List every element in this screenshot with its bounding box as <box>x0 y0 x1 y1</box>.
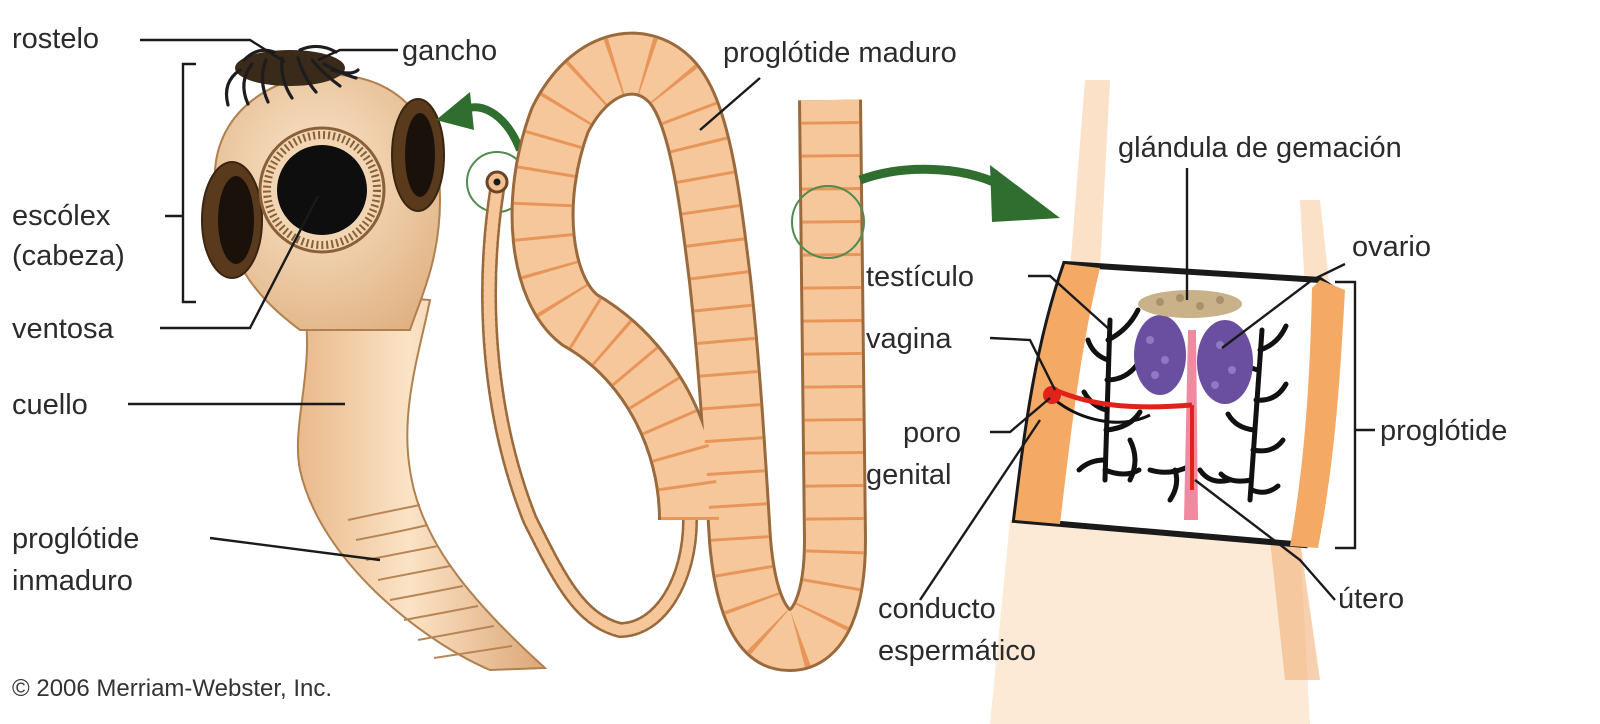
label-conducto: conducto <box>878 593 996 625</box>
leader-lines <box>128 38 1375 601</box>
ovary-lobes <box>1134 315 1253 404</box>
whole-worm-illustration <box>481 31 867 672</box>
label-utero: útero <box>1338 583 1404 615</box>
label-ovario: ovario <box>1352 231 1431 263</box>
sperm-duct <box>1054 398 1151 424</box>
vitelline-gland <box>1138 290 1242 318</box>
label-espermatico: espermático <box>878 635 1036 667</box>
label-gancho: gancho <box>402 35 497 67</box>
immature-proglottid-rings <box>347 504 513 659</box>
label-escolex-cabeza: (cabeza) <box>12 240 125 272</box>
label-proglotide-inmaduro-2: inmaduro <box>12 565 133 597</box>
label-rostelo: rostelo <box>12 23 99 55</box>
zoom-circle-proglottid <box>791 185 865 259</box>
label-genital: genital <box>866 459 951 491</box>
scolex-illustration <box>201 44 548 672</box>
sucker-center <box>258 126 386 254</box>
zoom-arrow-proglottid <box>858 164 1060 222</box>
labels: rostelo gancho escólex (cabeza) ventosa … <box>12 23 1507 702</box>
label-ventosa: ventosa <box>12 313 114 345</box>
label-proglotide-inmaduro-1: proglótide <box>12 523 139 555</box>
copyright-notice: © 2006 Merriam-Webster, Inc. <box>12 675 332 702</box>
label-vagina: vagina <box>866 323 952 355</box>
label-escolex: escólex <box>12 200 111 232</box>
worm-segment-lines <box>513 34 865 670</box>
label-proglotide: proglótide <box>1380 415 1507 447</box>
label-proglotide-maduro: proglótide maduro <box>723 37 957 69</box>
label-glandula-de-gemacion: glándula de gemación <box>1118 132 1402 164</box>
sucker-right <box>391 98 445 212</box>
rostellum-hooks <box>224 44 360 107</box>
label-testiculo: testículo <box>866 261 974 293</box>
proglottid-detail <box>990 80 1345 724</box>
sucker-left <box>201 161 263 279</box>
vagina-duct <box>1054 387 1193 410</box>
label-cuello: cuello <box>12 389 88 421</box>
neck-body <box>296 288 548 672</box>
label-poro: poro <box>903 417 961 449</box>
